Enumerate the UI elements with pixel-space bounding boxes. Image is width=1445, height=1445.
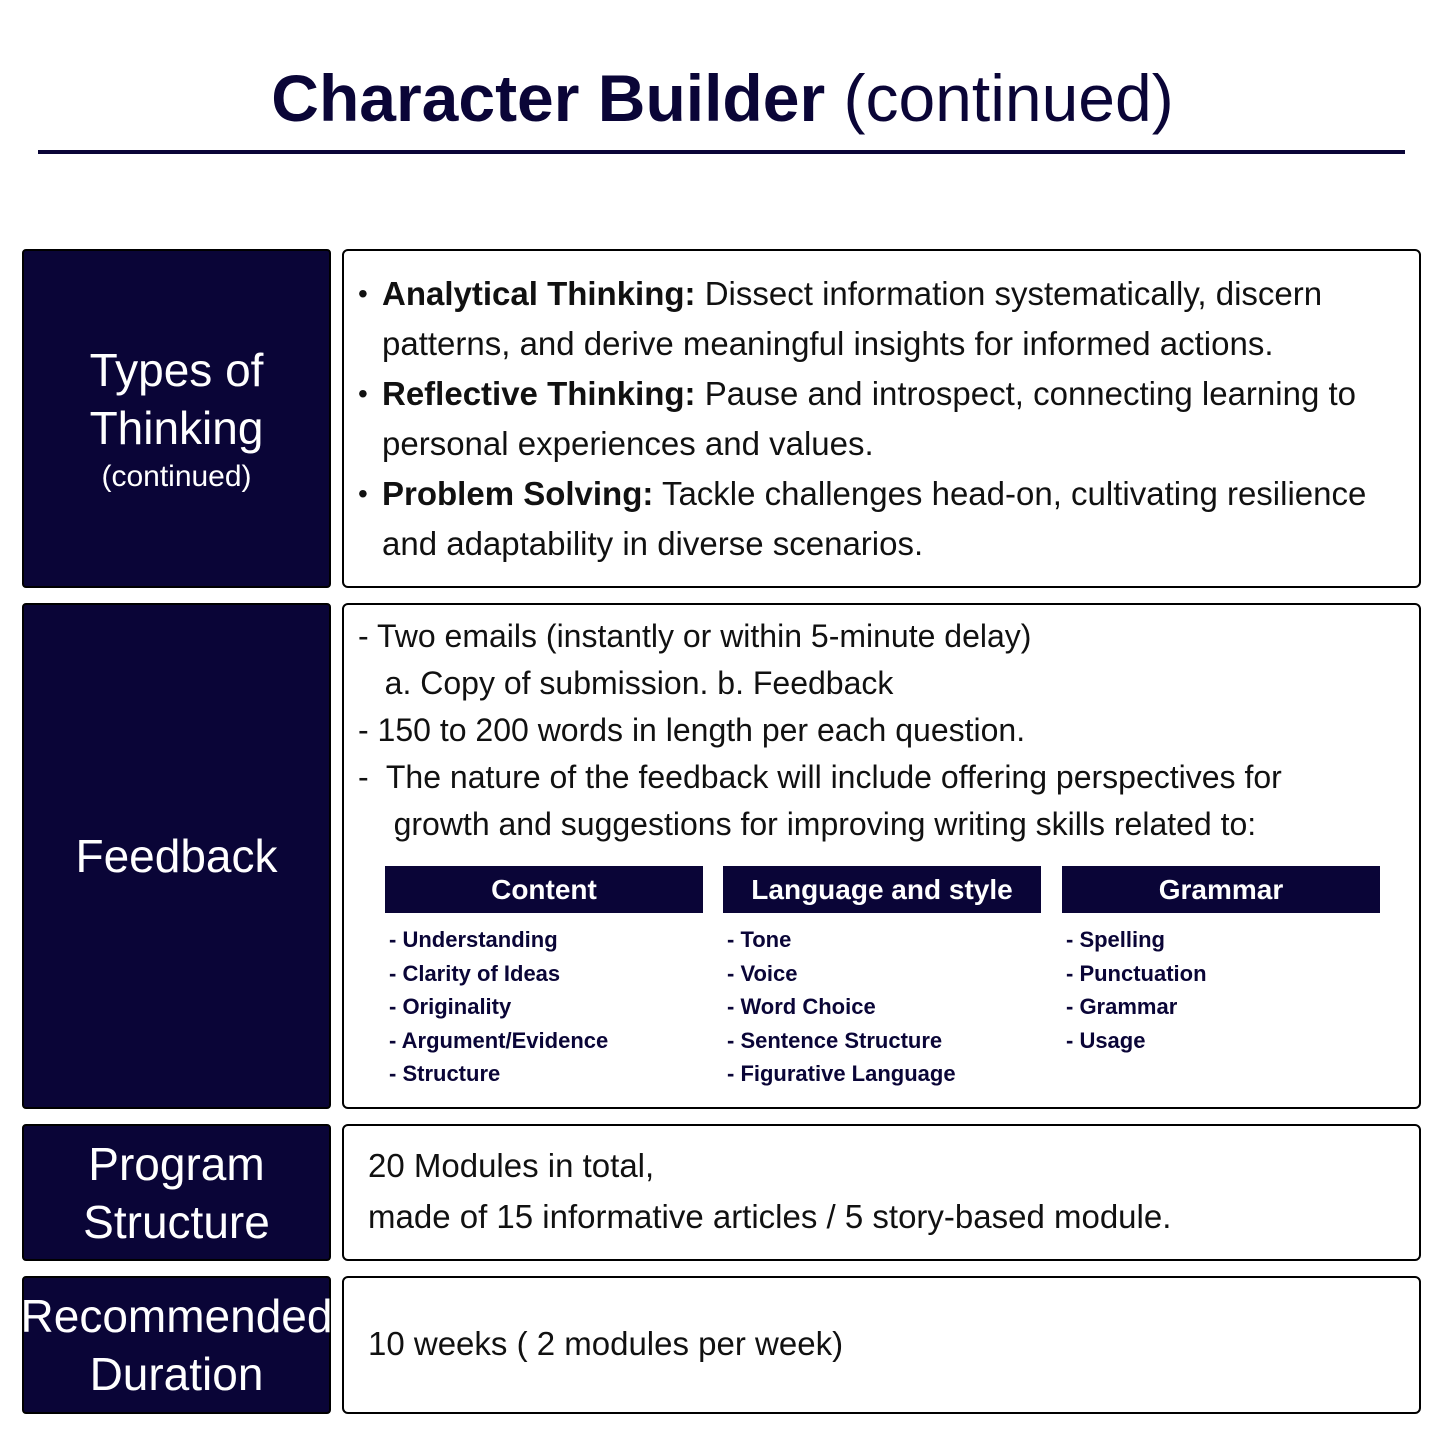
duration-text: 10 weeks ( 2 modules per week): [368, 1325, 844, 1362]
grammar-column: Grammar - Spelling - Punctuation - Gramm…: [1062, 866, 1380, 1057]
column-item: - Argument/Evidence: [389, 1027, 609, 1053]
column-item: - Originality: [389, 994, 512, 1019]
list-item: Reflective Thinking: Pause and introspec…: [358, 369, 1411, 469]
column-item: - Figurative Language: [727, 1061, 956, 1086]
list-item: Analytical Thinking: Dissect information…: [358, 269, 1411, 369]
column-header: Language and style: [723, 866, 1041, 913]
column-item: - Tone: [727, 927, 792, 952]
program-structure-content: 20 Modules in total, made of 15 informat…: [342, 1124, 1421, 1261]
structure-line: 20 Modules in total,: [368, 1147, 655, 1184]
label-line: Thinking: [89, 401, 264, 454]
column-item: - Sentence Structure: [727, 1027, 943, 1053]
column-header: Grammar: [1062, 866, 1380, 913]
column-item: - Grammar: [1066, 994, 1178, 1019]
label-line: Duration: [89, 1348, 264, 1400]
column-item: - Understanding: [389, 927, 558, 952]
label-line: Program: [88, 1137, 265, 1190]
feedback-line: - 150 to 200 words in length per each qu…: [358, 712, 1026, 748]
label-line: Structure: [83, 1195, 270, 1248]
recommended-duration-label: Recommended Duration: [20, 1276, 333, 1414]
page-title: Character Builder (continued): [271, 61, 1174, 135]
label-line: Types of: [89, 343, 264, 396]
recommended-duration-content: 10 weeks ( 2 modules per week): [342, 1276, 1421, 1414]
column-header: Content: [385, 866, 703, 913]
types-of-thinking-content: Analytical Thinking: Dissect information…: [342, 249, 1421, 588]
column-item: - Usage: [1066, 1027, 1146, 1053]
column-item: - Spelling: [1066, 927, 1165, 952]
label-sub: (continued): [101, 459, 252, 493]
title-divider: [38, 150, 1405, 154]
feedback-content: - Two emails (instantly or within 5-minu…: [342, 603, 1421, 1109]
label-line: Feedback: [75, 830, 278, 882]
column-item: - Voice: [727, 960, 798, 986]
feedback-label: Feedback: [22, 603, 331, 1109]
feedback-line: - The nature of the feedback will includ…: [358, 759, 1282, 795]
column-item: - Clarity of Ideas: [389, 960, 561, 986]
structure-line: made of 15 informative articles / 5 stor…: [368, 1198, 1172, 1235]
types-of-thinking-label: Types of Thinking (continued): [22, 249, 331, 588]
feedback-line: growth and suggestions for improving wri…: [358, 806, 1257, 842]
list-item: Problem Solving: Tackle challenges head-…: [358, 469, 1411, 569]
feedback-line: - Two emails (instantly or within 5-minu…: [358, 618, 1032, 654]
label-line: Recommended: [20, 1290, 333, 1342]
content-column: Content - Understanding - Clarity of Ide…: [385, 866, 703, 1091]
column-item: - Punctuation: [1066, 960, 1207, 986]
column-item: - Word Choice: [727, 994, 876, 1019]
column-item: - Structure: [389, 1061, 501, 1086]
language-style-column: Language and style - Tone - Voice - Word…: [723, 866, 1041, 1091]
feedback-line: a. Copy of submission. b. Feedback: [358, 665, 894, 701]
program-structure-label: Program Structure: [22, 1124, 331, 1261]
